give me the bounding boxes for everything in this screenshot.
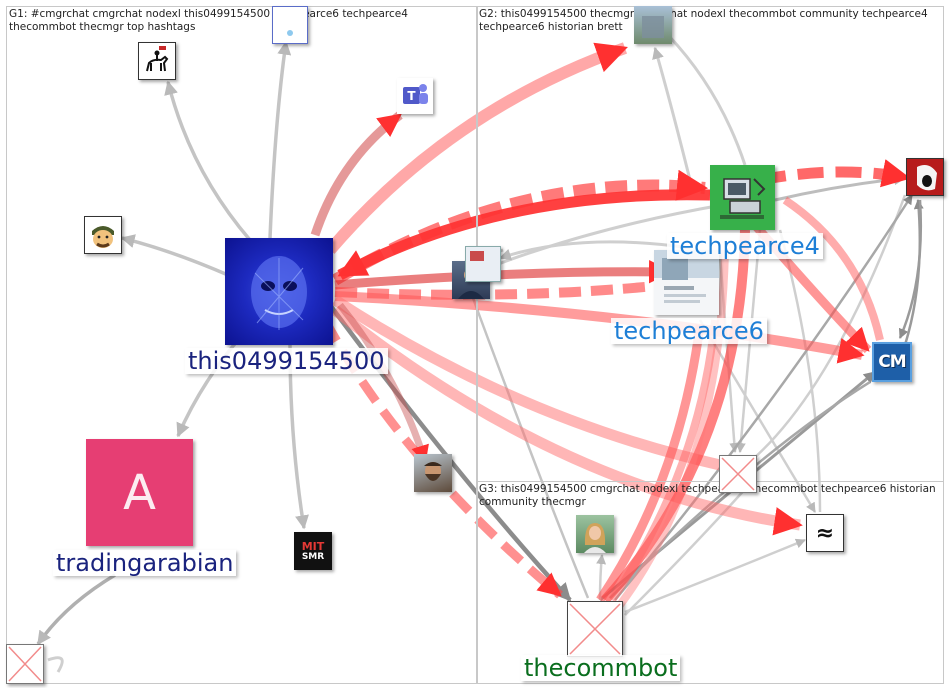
edge: [498, 240, 691, 261]
group-label-g2: G2: this0499154500 thecmgr cmgrchat node…: [479, 8, 928, 33]
edge: [666, 33, 747, 166]
node-mit-smr-avatar[interactable]: MIT SMR: [294, 532, 332, 570]
edge: [337, 189, 711, 280]
small-photo-icon: [470, 251, 484, 261]
node-this0499154500-avatar[interactable]: [225, 238, 333, 345]
edge: [614, 194, 914, 601]
node-techpearce6-avatar[interactable]: [654, 250, 719, 315]
horse-rider-icon: [146, 46, 169, 72]
smr-text: SMR: [301, 551, 325, 562]
edge: [782, 196, 884, 341]
group-box-g3: [476, 481, 944, 684]
mit-text: MIT: [301, 539, 325, 553]
node-landscape-avatar[interactable]: [634, 6, 672, 44]
node-shouting-face-avatar[interactable]: [906, 158, 944, 196]
node-teams-avatar[interactable]: T: [397, 78, 433, 114]
node-broken-image-bottom-left[interactable]: [6, 644, 44, 684]
edge: [331, 305, 803, 536]
node-approx-avatar[interactable]: ≈: [806, 514, 844, 552]
approx-symbol-icon: ≈: [815, 520, 835, 546]
woman-photo-icon: [584, 523, 606, 553]
edge: [468, 289, 590, 599]
edge: [616, 249, 729, 608]
edge: [47, 656, 64, 673]
edge: [608, 319, 719, 603]
edge: [325, 42, 628, 254]
node-techpearce4-avatar[interactable]: [710, 165, 775, 230]
edge: [331, 169, 709, 286]
edge: [164, 80, 252, 242]
svg-text:T: T: [407, 89, 416, 103]
node-cartoon-avatar[interactable]: [84, 216, 122, 254]
edge: [120, 234, 229, 277]
edge: [596, 324, 705, 603]
group-label-g1: G1: #cmgrchat cmgrchat nodexl this049915…: [9, 8, 408, 33]
edge: [739, 194, 907, 471]
node-small-photo-avatar[interactable]: [465, 246, 501, 282]
node-dot-avatar[interactable]: [272, 6, 308, 44]
edge: [898, 199, 923, 339]
edge: [334, 260, 673, 290]
label-tradingarabian: tradingarabian: [53, 550, 237, 576]
edges-red: [310, 42, 911, 608]
label-techpearce4: techpearce4: [667, 233, 823, 259]
edge: [268, 40, 292, 239]
edge: [652, 46, 692, 181]
edge: [36, 573, 116, 646]
label-techpearce6: techpearce6: [611, 318, 767, 344]
masked-face-icon: [251, 256, 307, 330]
edge: [337, 302, 429, 464]
computer-desk-icon: [720, 178, 766, 219]
letter-a-avatar-text: A: [123, 464, 156, 521]
label-thecommbot: thecommbot: [521, 655, 681, 681]
group-box-g1: [6, 6, 478, 684]
edge: [334, 291, 865, 364]
group-label-g3: G3: this0499154500 cmgrchat nodexl techp…: [479, 483, 936, 508]
edge: [310, 111, 403, 237]
node-cm-avatar[interactable]: CM: [872, 342, 912, 382]
broken-image-icon: [8, 646, 42, 682]
label-this0499154500: this0499154500: [185, 348, 388, 374]
broken-image-icon: [721, 457, 755, 491]
node-thecommbot-avatar[interactable]: [567, 601, 623, 657]
shouting-face-icon: [907, 159, 943, 195]
bearded-man-photo-icon: [424, 462, 442, 481]
landscape-photo-icon: [642, 16, 664, 38]
edge: [624, 538, 806, 614]
broken-image-icon: [569, 603, 621, 655]
node-tradingarabian-avatar[interactable]: A: [86, 439, 193, 546]
edge: [758, 159, 911, 188]
cartoon-character-icon: [92, 226, 114, 248]
teams-icon: T: [403, 84, 428, 104]
node-bearded-man-avatar[interactable]: [414, 454, 452, 492]
cm-text: CM: [878, 352, 906, 372]
dot-icon: [287, 30, 293, 36]
node-mounted-rider-avatar[interactable]: [138, 42, 176, 80]
node-broken-image-g2[interactable]: [719, 455, 757, 493]
node-woman-photo-avatar[interactable]: [576, 515, 614, 553]
edge: [332, 295, 722, 471]
